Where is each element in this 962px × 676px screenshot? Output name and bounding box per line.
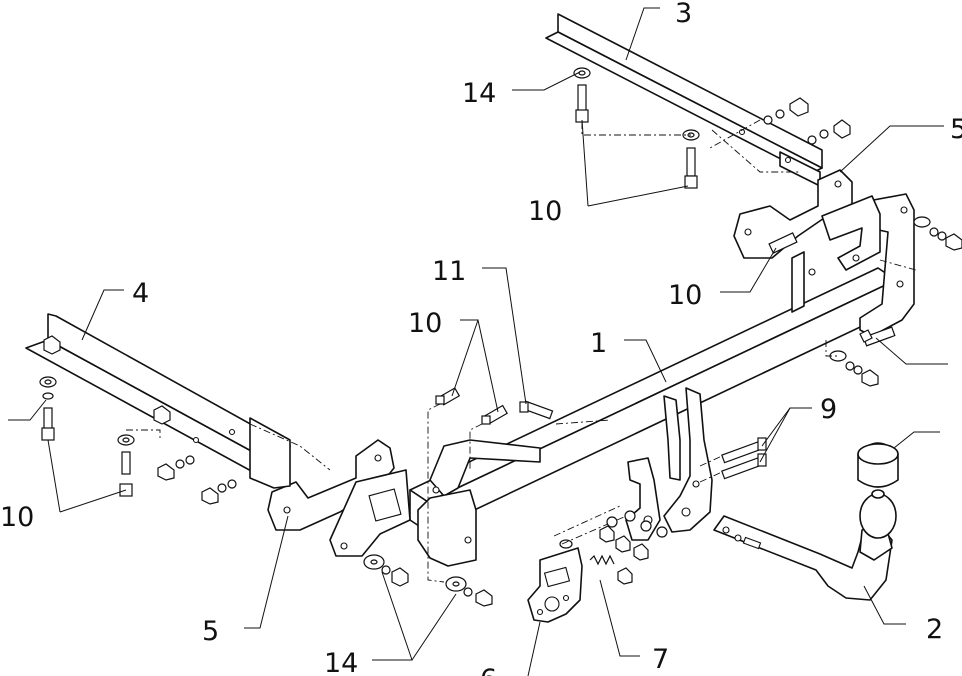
callout-10-center: 10 [408, 308, 442, 339]
right-hardware [825, 216, 962, 387]
center-bolts [427, 387, 611, 583]
callout-7: 7 [652, 644, 669, 675]
part-5-left-plate [267, 439, 411, 557]
callout-6: 6 [480, 664, 497, 676]
leader-lines [8, 7, 948, 676]
callout-4: 4 [132, 278, 149, 309]
part-5-right-plate [733, 169, 853, 259]
part-3-hardware [573, 67, 851, 189]
part-2-towball [713, 442, 899, 601]
callout-10-left: 10 [0, 502, 34, 533]
callout-14-top: 14 [462, 78, 496, 109]
callout-5-right: 5 [950, 114, 962, 145]
lower-hardware [363, 554, 493, 607]
part-4-hardware [39, 376, 331, 505]
part-6-socket-plate [527, 505, 641, 623]
callout-5-left: 5 [202, 616, 219, 647]
part-7-spring-hardware [589, 510, 668, 585]
part-1-crossbar [409, 193, 915, 567]
callout-11: 11 [432, 256, 466, 287]
callout-3: 3 [675, 0, 692, 29]
callout-9: 9 [820, 394, 837, 425]
callout-2: 2 [926, 614, 943, 645]
part-9-bolts [699, 437, 767, 483]
callout-10-top: 10 [528, 196, 562, 227]
callout-10-right: 10 [668, 280, 702, 311]
callout-14-bottom: 14 [324, 648, 358, 676]
part-4-bracket [25, 313, 291, 489]
callout-1: 1 [590, 328, 607, 359]
part-3-bracket [545, 13, 823, 187]
